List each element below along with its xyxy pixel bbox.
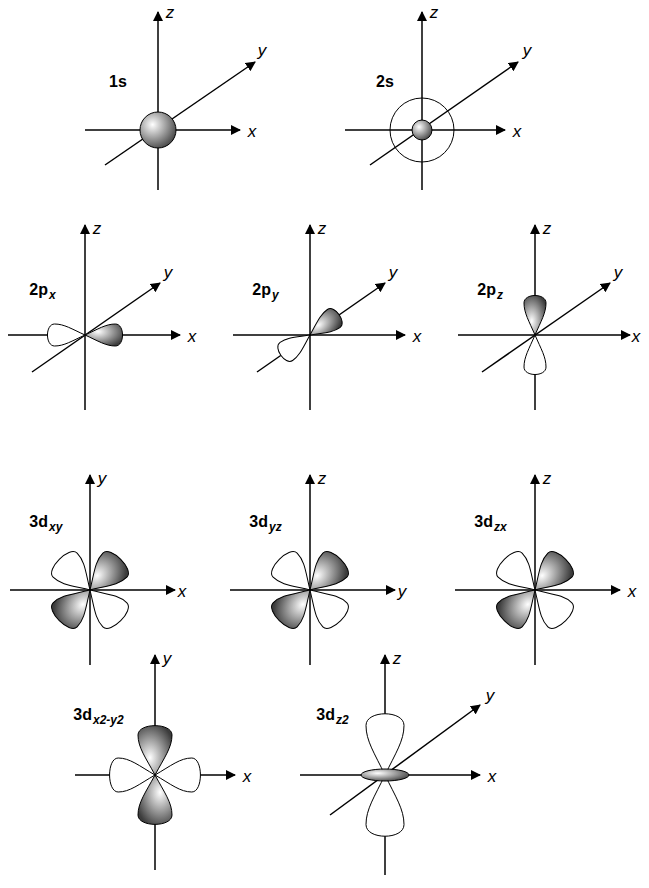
shaded-lobe xyxy=(492,578,547,633)
axis-line xyxy=(482,283,610,372)
shaded-lobe xyxy=(138,726,172,775)
orbital-subscript: x2-y2 xyxy=(93,714,124,726)
axis-label: x xyxy=(178,583,187,600)
axis-label: z xyxy=(318,220,327,237)
shaded-lobe xyxy=(138,775,172,824)
axis-line xyxy=(32,283,160,372)
axis-label: x xyxy=(632,328,641,345)
axis-line xyxy=(84,225,86,410)
orbital-label: 2s xyxy=(376,74,394,90)
axis-line xyxy=(157,12,159,190)
axis-label: z xyxy=(318,470,327,487)
axis-label: y xyxy=(163,650,172,667)
axis-label: y xyxy=(389,264,398,281)
axis-label: x xyxy=(243,768,252,785)
orbital-label: 3d xyxy=(73,707,92,723)
axis-label: z xyxy=(543,220,552,237)
orbital-label: 3d xyxy=(249,514,268,530)
shaded-lobe xyxy=(524,296,546,336)
axis-label: z xyxy=(93,220,102,237)
axis-label: z xyxy=(166,4,175,21)
open-lobe xyxy=(47,324,85,346)
torus xyxy=(361,769,409,781)
orbital-label: 3d xyxy=(316,707,335,723)
axis-label: x xyxy=(188,328,197,345)
axis-label: y xyxy=(486,687,495,704)
axis-label: x xyxy=(628,583,637,600)
orbital-label: 2p xyxy=(477,282,496,298)
axis-line xyxy=(421,12,423,190)
axis-label: z xyxy=(430,4,439,21)
sphere xyxy=(140,112,176,148)
axis-label: y xyxy=(164,264,173,281)
orbital-subscript: xy xyxy=(49,521,62,533)
axis-line xyxy=(330,705,480,815)
axis-line xyxy=(233,334,405,336)
orbital-label: 3d xyxy=(474,514,493,530)
orbital-label: 1s xyxy=(109,74,127,90)
outer-shell xyxy=(390,98,454,162)
open-lobe xyxy=(366,775,404,836)
orbital-label: 2p xyxy=(29,282,48,298)
open-lobe xyxy=(366,714,404,775)
shaded-lobe xyxy=(267,578,322,633)
orbital-subscript: x xyxy=(49,289,56,301)
axis-line xyxy=(89,475,91,665)
sphere xyxy=(412,120,432,140)
axis-label: y xyxy=(258,42,267,59)
axis-label: x xyxy=(488,768,497,785)
axis-label: x xyxy=(513,123,522,140)
axis-line xyxy=(309,475,311,665)
orbital-label: 3d xyxy=(29,514,48,530)
orbital-label: 2p xyxy=(252,282,271,298)
axis-line xyxy=(257,283,385,372)
orbital-subscript: zx xyxy=(494,521,507,533)
axis-label: y xyxy=(523,42,532,59)
shaded-lobe xyxy=(304,306,346,344)
open-lobe xyxy=(524,335,546,375)
axis-line xyxy=(309,225,311,410)
axis-line xyxy=(458,334,630,336)
axis-label: z xyxy=(393,650,402,667)
axis-label: x xyxy=(248,123,257,140)
axis-label: y xyxy=(614,264,623,281)
shaded-lobe xyxy=(47,578,102,633)
axis-label: y xyxy=(398,583,407,600)
axis-label: y xyxy=(98,470,107,487)
shaded-lobe xyxy=(85,324,123,346)
axis-line xyxy=(370,62,518,165)
axis-label: z xyxy=(543,470,552,487)
axis-label: x xyxy=(413,328,422,345)
orbital-subscript: y xyxy=(272,289,279,301)
axis-line xyxy=(534,475,536,665)
orbital-subscript: z2 xyxy=(336,714,349,726)
open-lobe xyxy=(275,326,317,364)
axis-line xyxy=(105,62,255,165)
orbital-subscript: yz xyxy=(269,521,282,533)
orbital-subscript: z xyxy=(497,289,503,301)
